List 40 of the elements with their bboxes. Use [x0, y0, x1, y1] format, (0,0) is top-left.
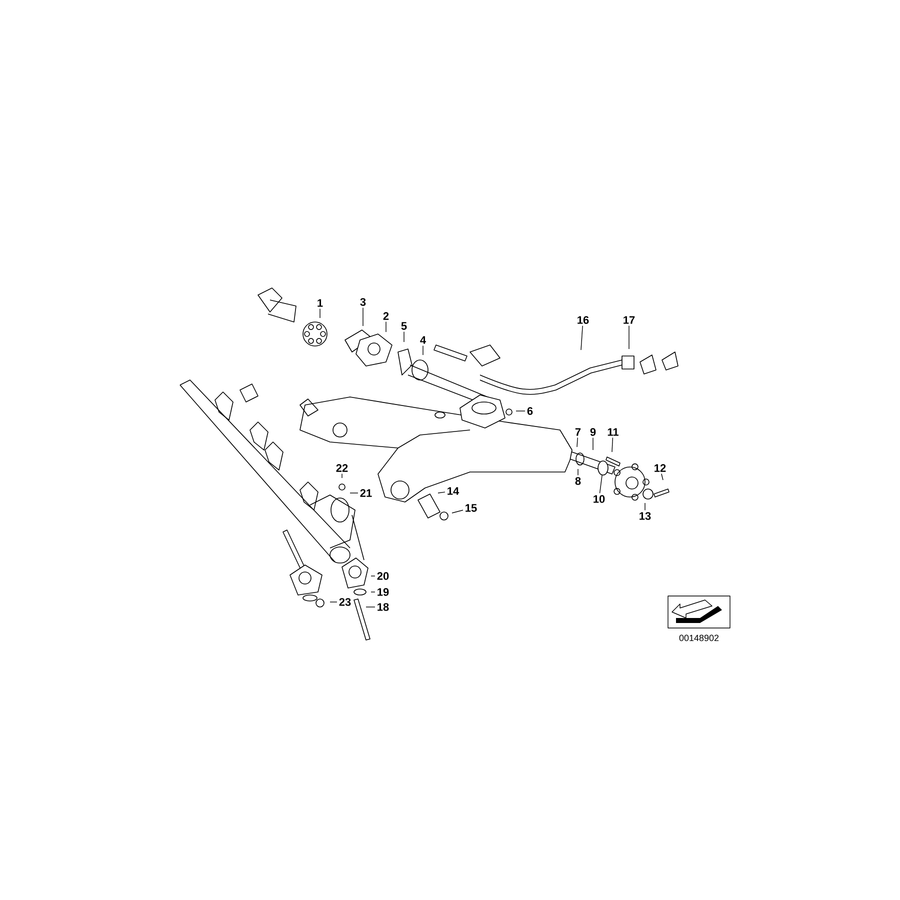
leader-line — [612, 437, 614, 452]
callout-number: 7 — [575, 428, 581, 436]
callout-number: 13 — [640, 512, 651, 520]
leader-line — [452, 510, 464, 514]
leader-line — [628, 325, 630, 350]
leader-line — [644, 502, 646, 511]
callout-number: 22 — [336, 464, 348, 472]
callout-number: 5 — [401, 322, 407, 330]
callout-number: 21 — [360, 489, 372, 497]
callout-number: 1 — [318, 299, 323, 307]
callout-number: 17 — [624, 316, 635, 324]
callout-number: 8 — [575, 477, 581, 485]
callout-number: 19 — [378, 588, 389, 596]
callout-number: 16 — [578, 316, 589, 324]
callout-number: 2 — [383, 312, 389, 320]
callout-number: 20 — [377, 572, 389, 580]
leader-line — [661, 473, 664, 480]
leader-line — [350, 492, 358, 494]
leader-line — [422, 345, 424, 356]
leader-line — [516, 410, 526, 412]
catalog-number: 00148902 — [679, 634, 719, 642]
leader-line — [576, 437, 578, 448]
leader-line — [362, 307, 364, 326]
callout-number: 11 — [608, 428, 618, 436]
leader-line — [599, 474, 602, 494]
leader-line — [366, 606, 376, 608]
callout-number: 10 — [594, 495, 605, 503]
callout-number: 18 — [378, 603, 389, 611]
callout-number: 15 — [466, 504, 477, 512]
callout-number: 9 — [590, 428, 596, 436]
callout-number: 12 — [654, 464, 666, 472]
callout-number: 3 — [360, 298, 366, 306]
callout-number: 23 — [339, 598, 351, 606]
leader-line — [438, 492, 446, 494]
callout-number: 4 — [420, 336, 426, 344]
washer — [598, 460, 608, 476]
leader-line — [580, 325, 583, 350]
callout-number: 14 — [448, 487, 460, 495]
leader-line — [592, 437, 594, 450]
callout-number: 6 — [527, 407, 533, 415]
